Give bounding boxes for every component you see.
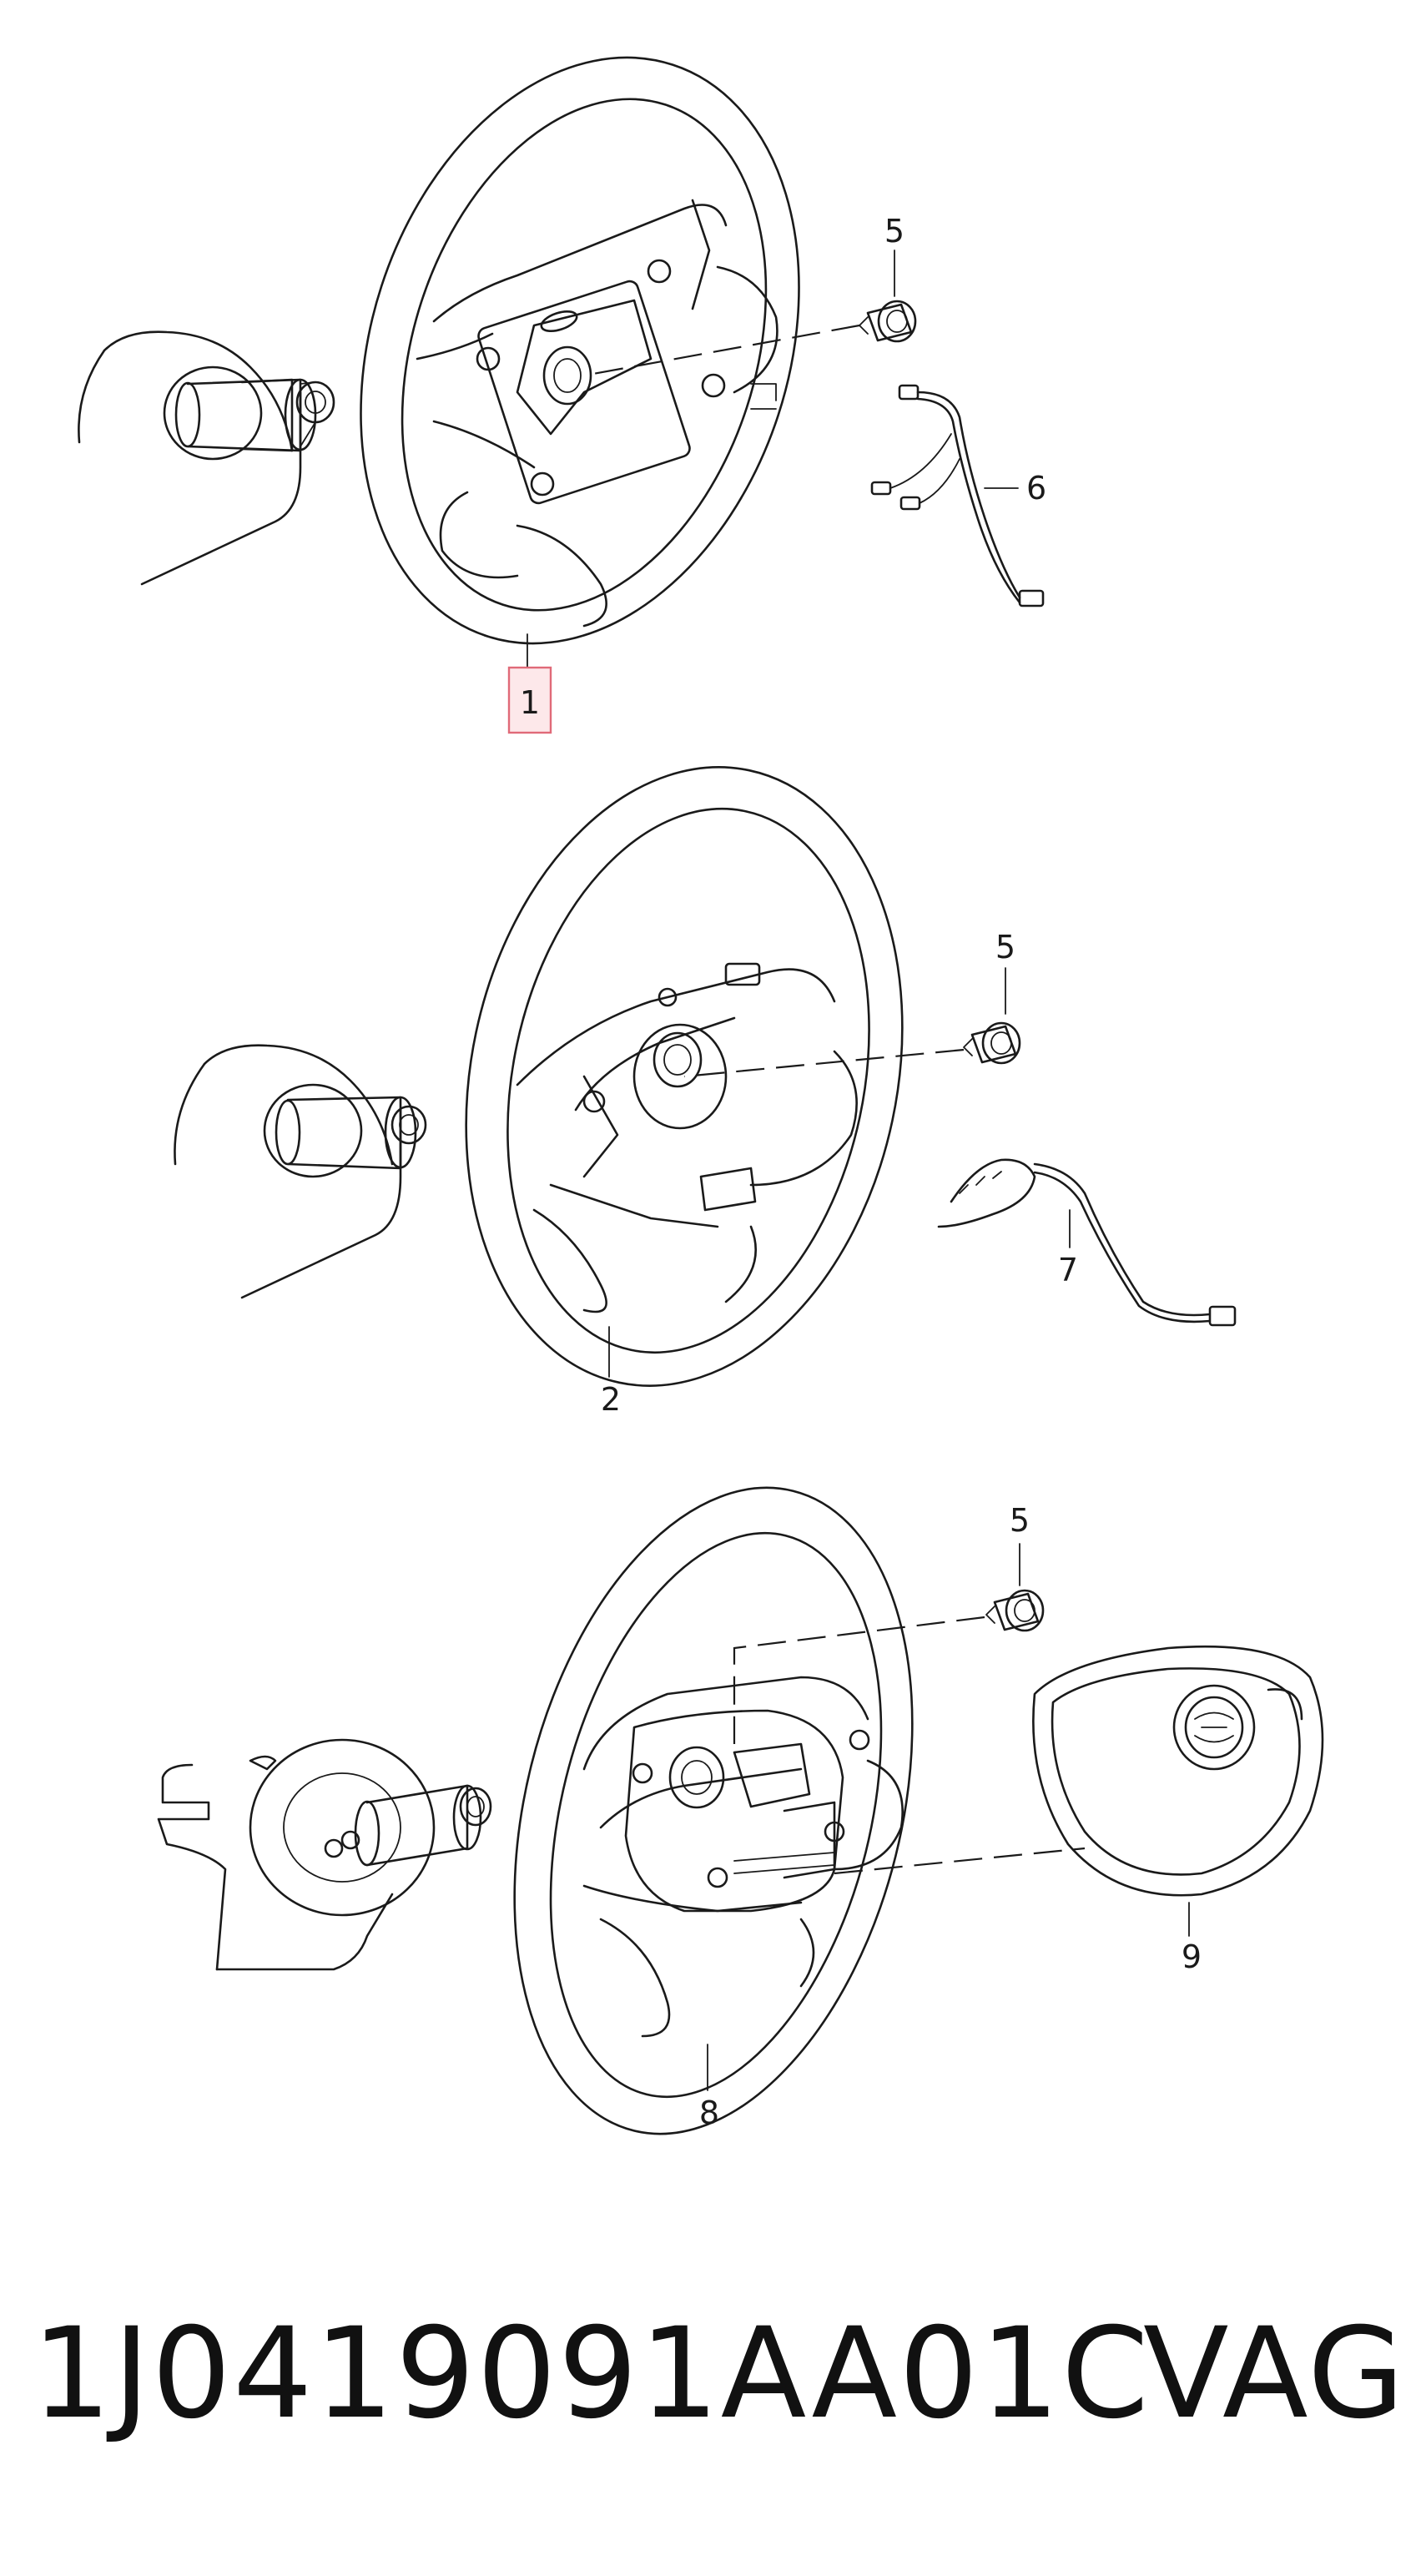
callout-label-8: 8 bbox=[699, 2095, 719, 2131]
steering-wheel-3 bbox=[513, 1486, 914, 2135]
steering-wheel-1 bbox=[360, 56, 800, 645]
callout-label-5-top: 5 bbox=[884, 213, 904, 250]
callout-label-2: 2 bbox=[601, 1381, 621, 1418]
callout-6: 6 bbox=[984, 470, 1046, 507]
steering-wheel-2 bbox=[465, 766, 904, 1387]
callout-label-5-bottom: 5 bbox=[1010, 1502, 1030, 1539]
callout-label-6: 6 bbox=[1026, 470, 1046, 507]
callout-8: 8 bbox=[699, 2044, 719, 2131]
assembly-group-2: 2 5 7 bbox=[174, 766, 1237, 1418]
wiring-harness-7 bbox=[937, 1158, 1237, 1327]
assembly-group-3: 8 5 9 bbox=[157, 1486, 1324, 2135]
wiring-harness-6 bbox=[870, 384, 1045, 607]
callout-5-bottom: 5 bbox=[1010, 1502, 1030, 1586]
callout-2: 2 bbox=[601, 1326, 621, 1418]
callout-label-7: 7 bbox=[1058, 1252, 1078, 1288]
bolt-5-middle bbox=[963, 1021, 1021, 1065]
brand-label: VAG bbox=[1143, 2301, 1407, 2447]
callout-label-1: 1 bbox=[520, 684, 540, 721]
callout-7: 7 bbox=[1058, 1209, 1078, 1288]
steering-column-2 bbox=[174, 1044, 427, 1299]
callout-5-middle: 5 bbox=[995, 929, 1015, 1015]
assembly-group-1: 1 5 6 bbox=[78, 56, 1046, 734]
part-number: 1J0419091AA01C bbox=[32, 2301, 1151, 2447]
highlight-box bbox=[507, 666, 552, 734]
callout-9: 9 bbox=[1182, 1902, 1202, 1975]
callout-label-9: 9 bbox=[1182, 1938, 1202, 1975]
steering-column-1 bbox=[78, 330, 335, 586]
airbag-module-9 bbox=[1032, 1645, 1324, 1897]
bolt-5-bottom bbox=[985, 1589, 1045, 1632]
callout-1: 1 bbox=[507, 633, 552, 734]
steering-column-3 bbox=[157, 1738, 492, 1971]
callout-5-top: 5 bbox=[884, 213, 904, 297]
steering-wheel-parts-diagram: 1 5 6 bbox=[78, 56, 1324, 2135]
bolt-5-top bbox=[859, 300, 917, 343]
callout-label-5-middle: 5 bbox=[995, 929, 1015, 965]
